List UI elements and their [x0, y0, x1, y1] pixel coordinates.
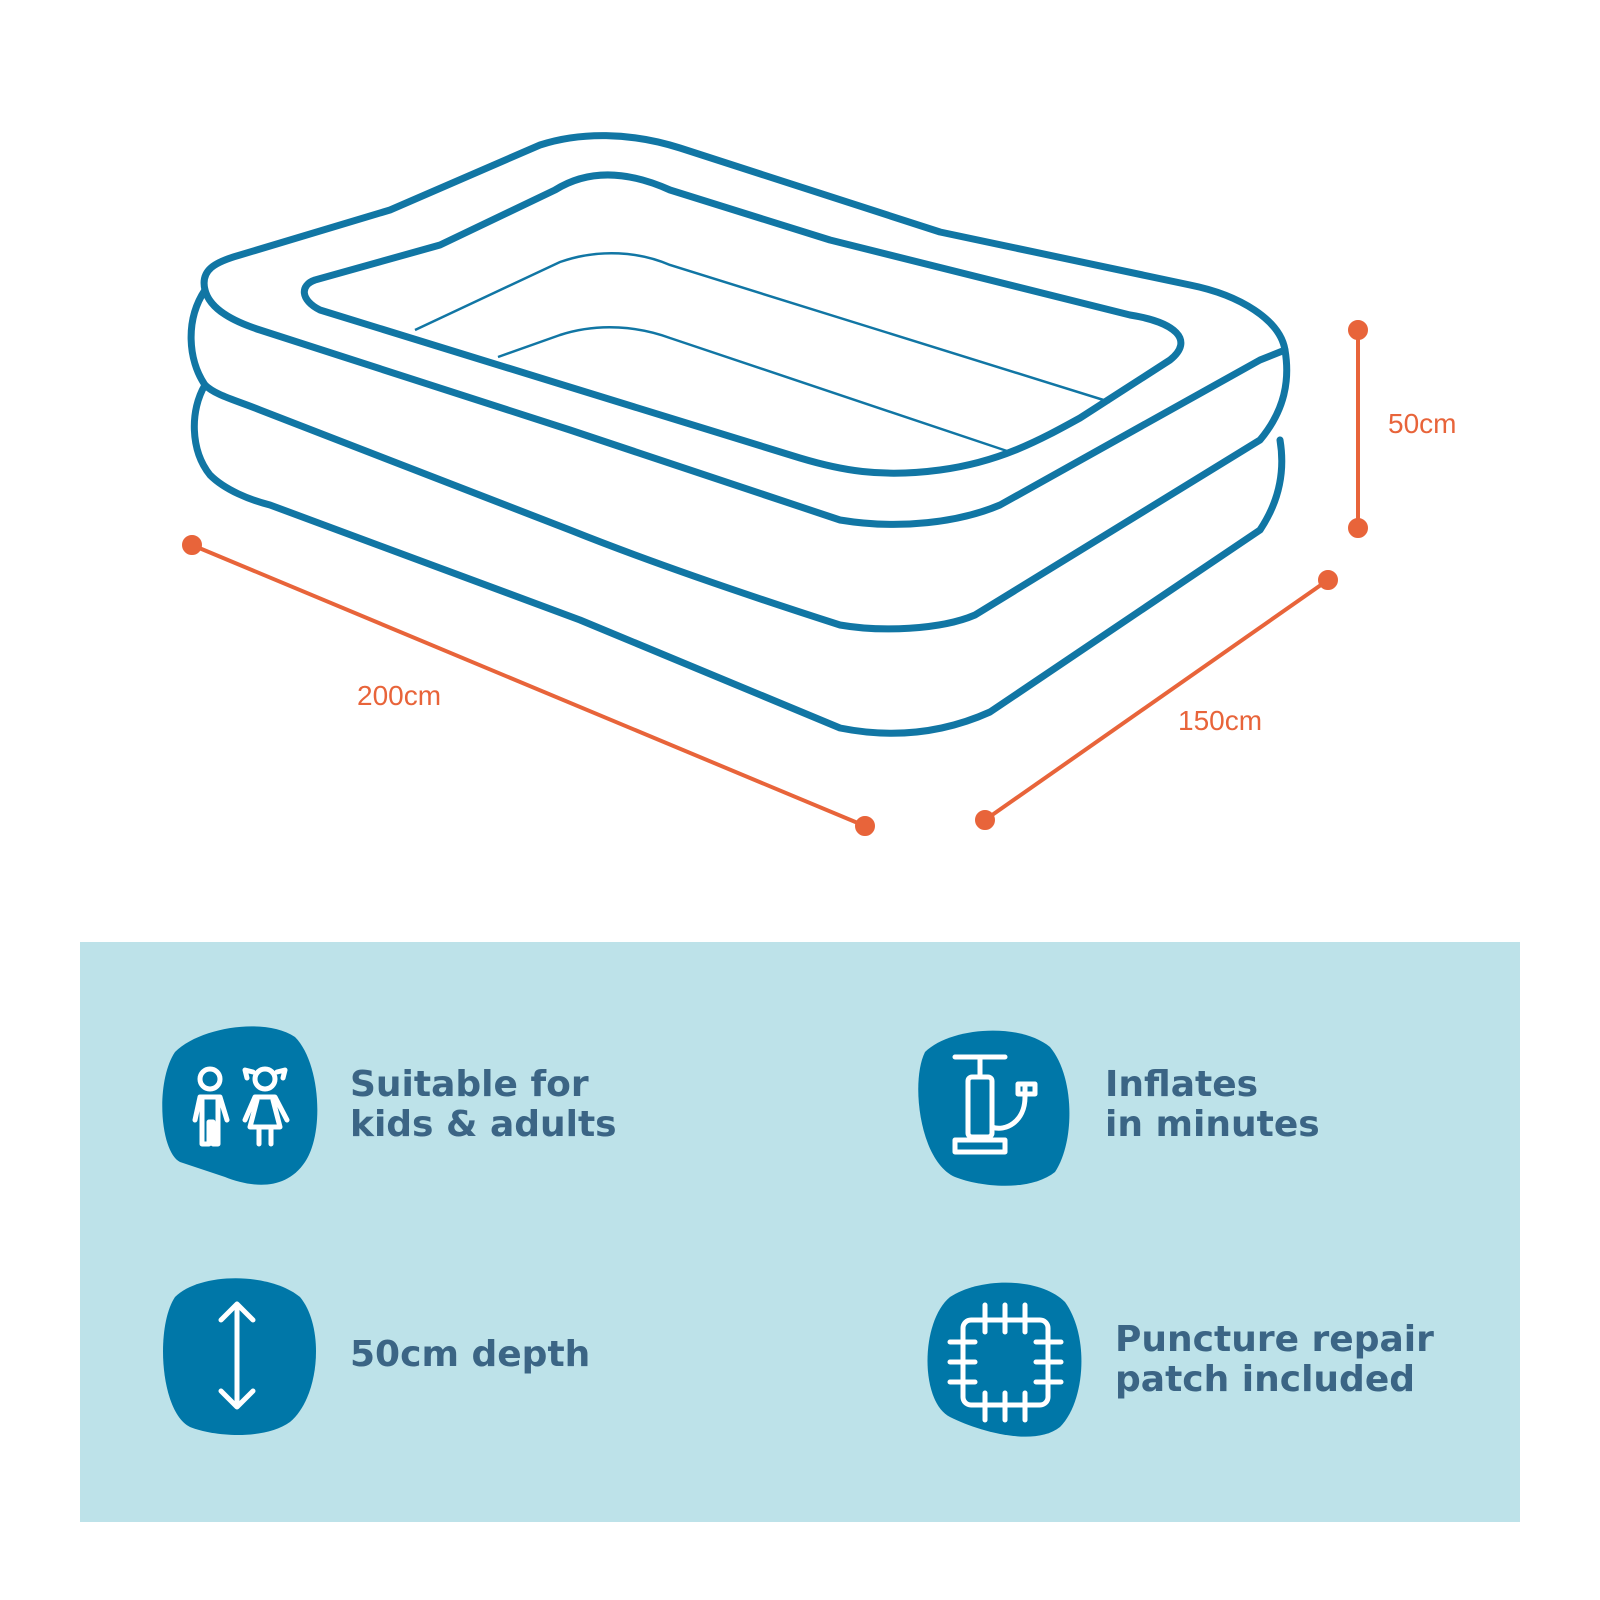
- length-label: 200cm: [357, 680, 442, 711]
- features-panel: Suitable for kids & adults Inflates in m…: [80, 942, 1520, 1522]
- feature-line: in minutes: [1105, 1103, 1320, 1145]
- feature-kids: Suitable for kids & adults: [155, 1022, 617, 1187]
- feature-line: Puncture repair: [1115, 1318, 1434, 1360]
- kids-icon: [162, 1026, 318, 1185]
- feature-line: kids & adults: [350, 1103, 617, 1145]
- feature-line: Inflates: [1105, 1063, 1259, 1105]
- feature-line: patch included: [1115, 1358, 1416, 1400]
- vertical-arrow-icon: [163, 1278, 317, 1436]
- pool-diagram: [182, 132, 1368, 836]
- repair-patch-icon: [927, 1282, 1082, 1437]
- pool-outline: [187, 132, 1291, 737]
- feature-text: 50cm depth: [350, 1333, 591, 1375]
- feature-line: Suitable for: [350, 1063, 589, 1105]
- width-label: 150cm: [1178, 705, 1263, 736]
- dimension-lines: [182, 320, 1368, 836]
- feature-text: Inflates in minutes: [1105, 1063, 1320, 1145]
- feature-line: 50cm depth: [350, 1333, 591, 1375]
- height-label: 50cm: [1388, 408, 1457, 439]
- feature-repair-patch: Puncture repair patch included: [920, 1277, 1434, 1442]
- feature-depth: 50cm depth: [155, 1272, 590, 1437]
- feature-text: Suitable for kids & adults: [350, 1063, 617, 1145]
- feature-text: Puncture repair patch included: [1115, 1318, 1434, 1400]
- feature-inflates: Inflates in minutes: [910, 1022, 1320, 1187]
- pump-icon: [918, 1030, 1070, 1186]
- pool-floor-lines: [414, 251, 1111, 454]
